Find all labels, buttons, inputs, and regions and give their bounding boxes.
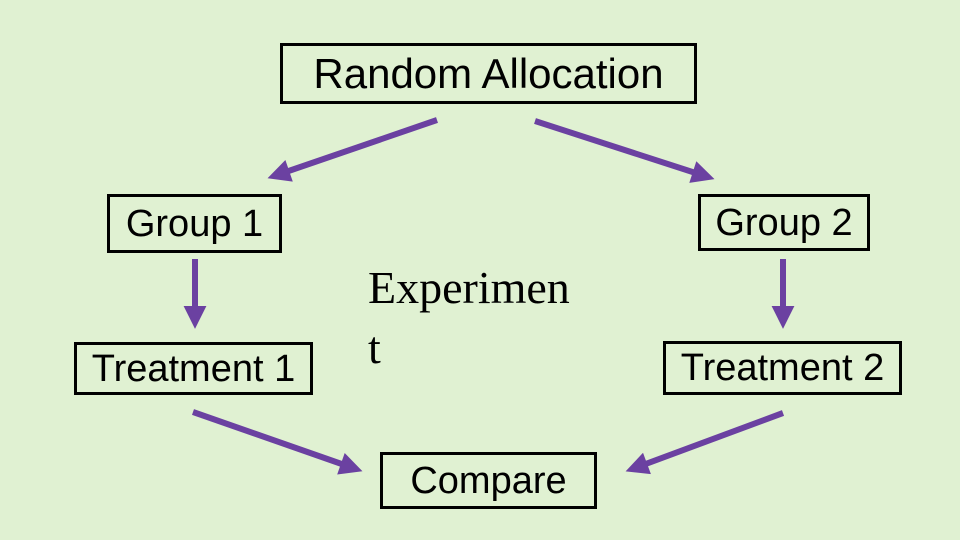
arrow-treatment1-to-compare — [192, 409, 363, 475]
arrow-random-to-group1 — [267, 117, 438, 182]
experiment-text: Experimen t — [368, 258, 620, 378]
group2-label: Group 2 — [715, 201, 853, 244]
treatment2-label: Treatment 2 — [680, 347, 885, 389]
treatment1-label: Treatment 1 — [91, 347, 296, 390]
group1-box: Group 1 — [107, 194, 282, 253]
treatment2-box: Treatment 2 — [663, 341, 902, 395]
arrow-random-to-group2 — [534, 118, 715, 183]
group1-label: Group 1 — [125, 202, 264, 245]
experiment-line1: Experimen — [368, 262, 570, 313]
compare-label: Compare — [410, 459, 567, 502]
treatment1-box: Treatment 1 — [74, 342, 313, 395]
random-allocation-label: Random Allocation — [313, 49, 664, 97]
compare-box: Compare — [380, 452, 597, 509]
random-allocation-box: Random Allocation — [280, 43, 697, 104]
experiment-line2: t — [368, 322, 381, 373]
group2-box: Group 2 — [698, 194, 870, 251]
arrow-treatment2-to-compare — [625, 410, 785, 475]
